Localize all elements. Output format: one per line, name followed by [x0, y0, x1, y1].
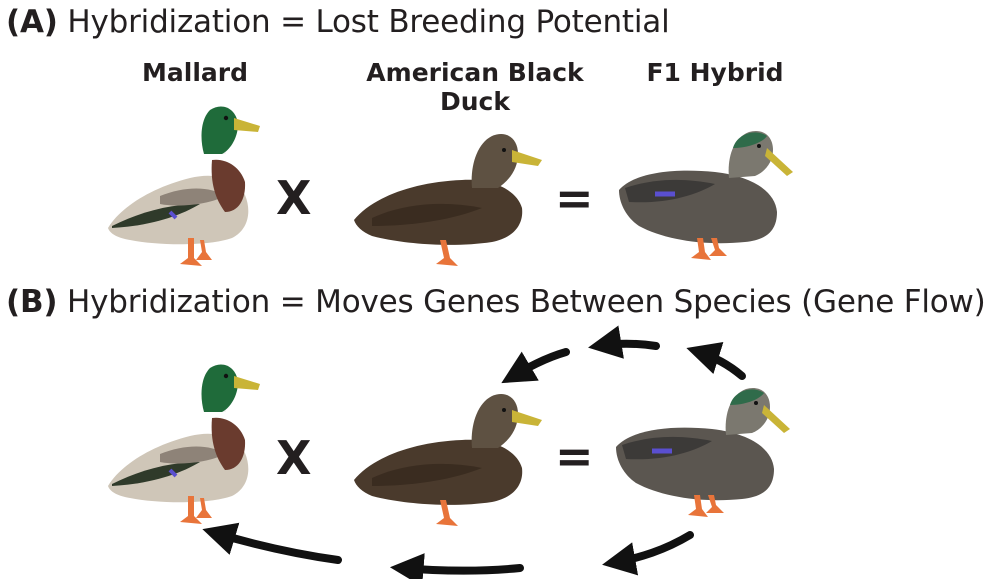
panel-b-title: Hybridization = Moves Genes Between Spec… — [67, 284, 986, 320]
gene-flow-arrow-upper-2 — [588, 325, 660, 359]
panel-a-tag: (A) — [6, 4, 58, 40]
american-black-duck-image-b — [354, 394, 542, 526]
equals-symbol-a: = — [555, 171, 594, 225]
cross-symbol-b: X — [276, 431, 312, 485]
gene-flow-arrow-upper-3 — [501, 348, 570, 384]
american-black-duck-label: American Black Duck — [366, 58, 584, 116]
f1-hybrid-duck-image-b — [616, 387, 790, 517]
panel-a-title: Hybridization = Lost Breeding Potential — [67, 4, 670, 40]
gene-flow-arrow-lower-1 — [602, 531, 694, 576]
gene-flow-arrow-lower-2 — [389, 553, 524, 579]
panel-a-heading: (A) Hybridization = Lost Breeding Potent… — [6, 4, 670, 40]
cross-symbol-a: X — [276, 171, 312, 225]
panel-b-heading: (B) Hybridization = Moves Genes Between … — [6, 284, 986, 320]
american-black-duck-image — [354, 134, 542, 266]
panel-b-tag: (B) — [6, 284, 58, 320]
gene-flow-arrow-upper-1 — [686, 341, 746, 380]
mallard-label: Mallard — [142, 58, 248, 87]
mallard-drake-image-b — [108, 364, 260, 524]
gene-flow-arrow-lower-3 — [202, 522, 342, 564]
f1-hybrid-duck-image — [619, 130, 793, 260]
f1-hybrid-label: F1 Hybrid — [646, 58, 784, 87]
equals-symbol-b: = — [555, 429, 594, 483]
mallard-drake-image — [108, 106, 260, 266]
